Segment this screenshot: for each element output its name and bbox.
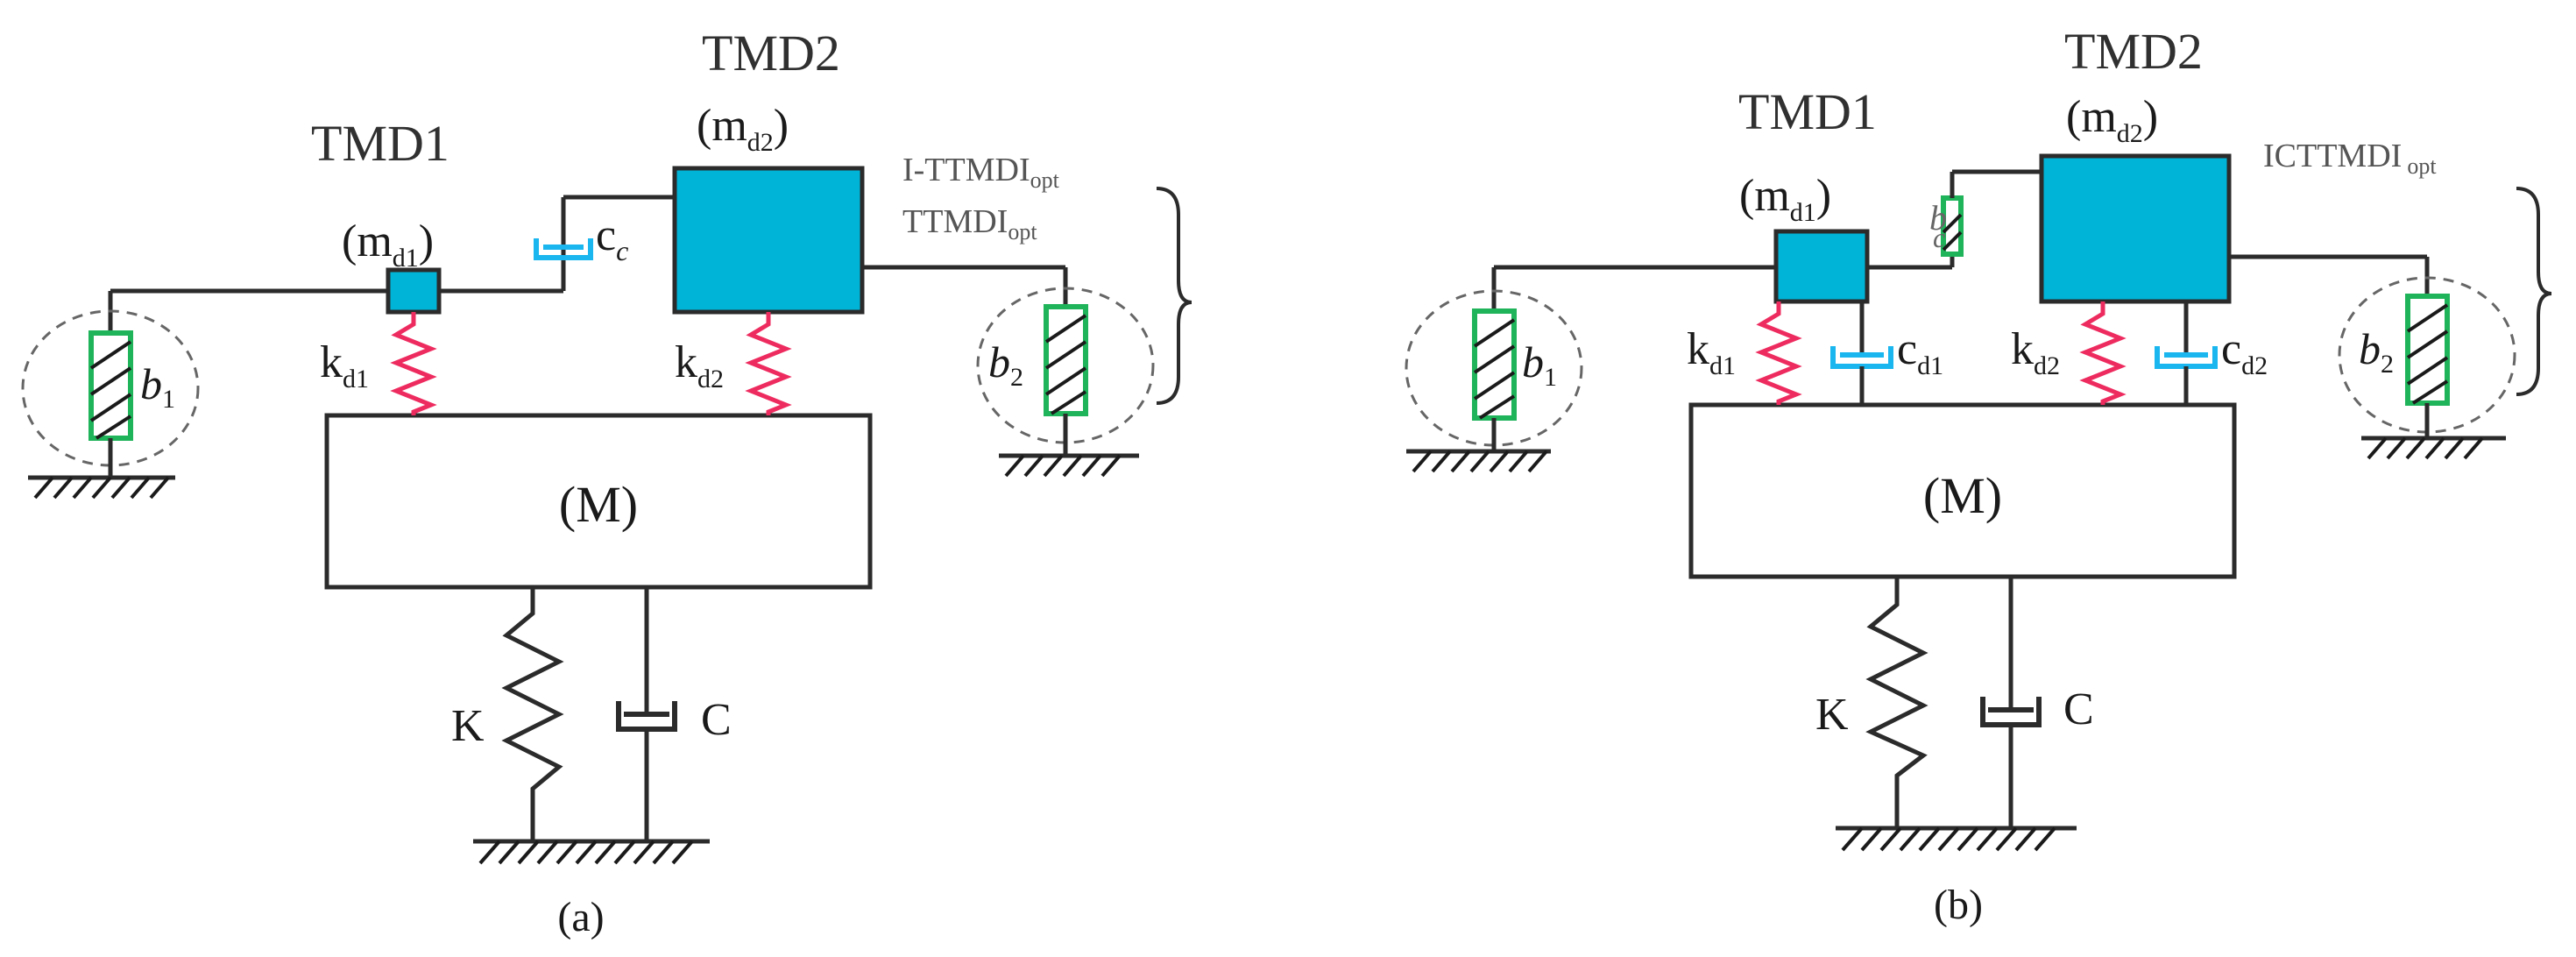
panel-b: (M) xyxy=(1405,23,2552,928)
mass2-label-b: (md2) xyxy=(2066,92,2158,148)
main-damper-b xyxy=(1980,577,2042,828)
kd1-label-a: kd1 xyxy=(320,337,369,393)
b1-label-a: b1 xyxy=(140,359,175,414)
mass1-label-a: (md1) xyxy=(342,216,434,273)
main-mass-label-a: (M) xyxy=(559,476,638,533)
cd2-damper-b xyxy=(2155,301,2218,405)
main-damper-a xyxy=(616,587,677,841)
tmd2-mass-a xyxy=(672,166,865,315)
ground-b1-b xyxy=(1406,449,1551,473)
tmd1-mass-b xyxy=(1773,229,1870,304)
ground-b2-b xyxy=(2361,436,2506,460)
c-label-b: C xyxy=(2063,684,2094,734)
b1-inerter-a xyxy=(88,330,133,441)
tmd1-spring-b xyxy=(1755,301,1802,405)
k-label-a: K xyxy=(451,701,485,751)
tmd2-mass-b xyxy=(2039,153,2232,304)
k-label-b: K xyxy=(1815,690,1849,740)
tmd1-spring-a xyxy=(390,312,437,415)
tmd1-mass-a xyxy=(386,267,442,315)
tmd1-label-b: TMD1 xyxy=(1738,83,1877,140)
caption-a: (a) xyxy=(557,894,604,940)
brace-b xyxy=(2516,187,2552,396)
cd1-damper-b xyxy=(1830,301,1893,405)
kd2-label-a: kd2 xyxy=(675,337,724,393)
panel-a: (M) xyxy=(21,25,1192,940)
b2-label-a: b2 xyxy=(988,337,1023,392)
b1-label-b: b1 xyxy=(1522,337,1557,392)
ground-main-a xyxy=(473,839,710,865)
b2-inerter-a xyxy=(1044,304,1088,416)
ground-b2-a xyxy=(999,453,1139,478)
ground-main-b xyxy=(1836,826,2077,852)
main-spring-b xyxy=(1865,577,1928,828)
caption-b: (b) xyxy=(1934,882,1983,928)
brace-a xyxy=(1156,187,1192,405)
mass1-label-b: (md1) xyxy=(1739,171,1831,227)
cc-damper-a xyxy=(534,238,593,260)
tmd1-label-a: TMD1 xyxy=(311,115,449,172)
mass2-label-a: (md2) xyxy=(697,101,789,157)
main-mass-b xyxy=(1688,402,2237,579)
ground-b1-a xyxy=(28,475,175,500)
b2-label-b: b2 xyxy=(2359,324,2394,379)
opt2-label-a: TTMDIopt xyxy=(902,203,1037,245)
tmd2-spring-a xyxy=(745,312,792,415)
kd1-label-b: kd1 xyxy=(1687,324,1736,380)
tmd2-label-b: TMD2 xyxy=(2064,23,2203,80)
cd2-label-b: cd2 xyxy=(2221,324,2268,380)
kd2-label-b: kd2 xyxy=(2011,324,2060,380)
c-label-a: C xyxy=(701,695,732,745)
cd1-label-b: cd1 xyxy=(1897,324,1943,380)
main-mass-a xyxy=(324,413,873,590)
tmd2-label-a: TMD2 xyxy=(702,25,840,82)
cc-label-a: cc xyxy=(596,210,628,266)
main-spring-a xyxy=(501,587,564,841)
opt1-label-a: I-TTMDIopt xyxy=(902,152,1060,193)
tmd2-spring-b xyxy=(2079,301,2127,405)
bc-label-b: bc xyxy=(1929,198,1947,253)
main-mass-label-b: (M) xyxy=(1923,467,2002,524)
